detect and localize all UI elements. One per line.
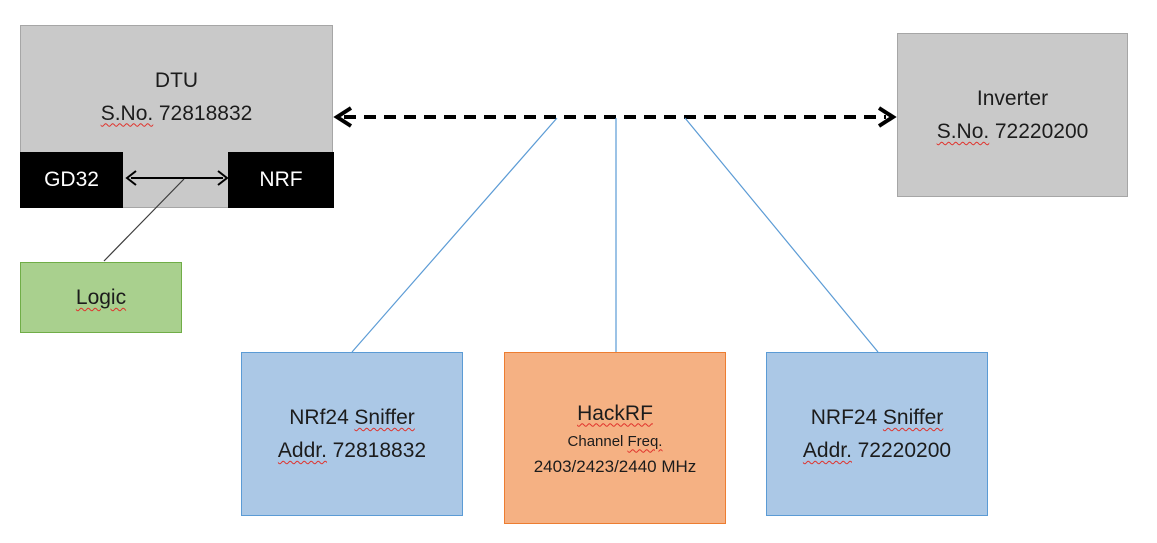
logic-label: Logic	[75, 286, 127, 309]
gd32-chip: GD32	[20, 152, 123, 208]
sniffer1-addr-value: 72818832	[332, 439, 427, 462]
sniffer2-addr-line: Addr.72220200	[803, 434, 951, 467]
nrf-label: NRF	[259, 168, 303, 191]
inverter-serial-value: 72220200	[994, 120, 1089, 143]
gd32-label: GD32	[44, 168, 99, 191]
inverter-serial-label: S.No.	[936, 120, 990, 143]
tap-line-sniffer1	[351, 117, 558, 353]
hackrf-freq-label-word: Freq.	[627, 432, 663, 450]
sniffer2-name-prefix: NRF24	[810, 406, 878, 429]
inverter-title: Inverter	[976, 87, 1049, 110]
hackrf-freq-label-prefix: Channel	[567, 432, 624, 450]
sniffer1-name-word: Sniffer	[354, 406, 415, 429]
inverter-serial-line: S.No.72220200	[937, 115, 1089, 148]
tap-line-sniffer2	[684, 117, 879, 353]
dtu-serial-label: S.No.	[100, 101, 154, 125]
sniffer1-addr-line: Addr.72818832	[278, 434, 426, 467]
dtu-serial-line: S.No.72818832	[101, 97, 253, 130]
sniffer2-addr-value: 72220200	[857, 439, 952, 462]
sniffer1-name-prefix: NRf24	[289, 406, 349, 429]
dtu-title: DTU	[154, 68, 199, 92]
inverter-box: Inverter S.No.72220200	[897, 33, 1128, 197]
sniffer2-name-word: Sniffer	[882, 406, 944, 429]
sniffer2-addr-label: Addr.	[802, 439, 852, 462]
logic-box: Logic	[20, 262, 182, 333]
dtu-serial-value: 72818832	[158, 101, 253, 125]
sniffer1-addr-label: Addr.	[277, 439, 327, 462]
dtu-inverter-dashed-arrow	[333, 106, 897, 128]
nrf-chip: NRF	[228, 152, 334, 208]
hackrf-title: HackRF	[577, 401, 653, 425]
hackrf-frequencies: 2403/2423/2440 MHz	[533, 456, 697, 476]
